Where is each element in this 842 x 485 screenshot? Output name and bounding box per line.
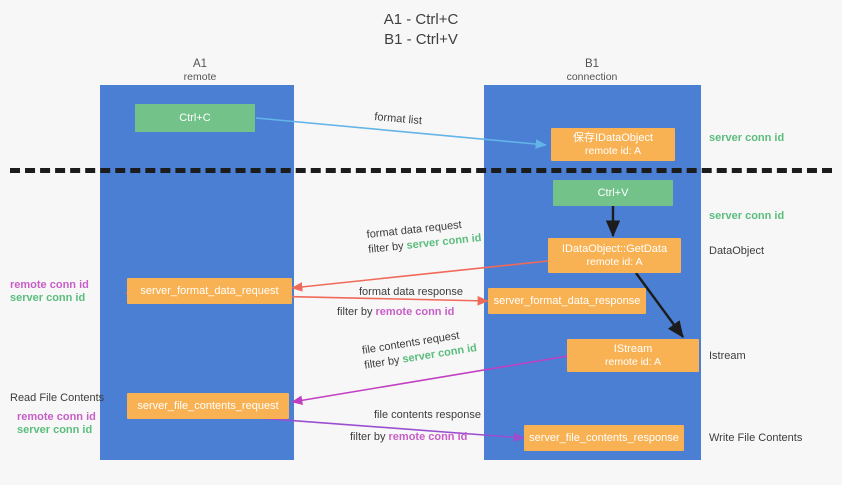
node-server-format-data-response[interactable]: server_format_data_response — [488, 288, 646, 314]
edge-label-file-contents-response-filter: filter by remote conn id — [350, 423, 481, 445]
label-istream: Istream — [709, 350, 746, 362]
label-server-conn-id-1: server conn id — [709, 132, 785, 144]
arrow-format-data-request — [291, 260, 549, 292]
column-header-b1-name: B1 — [584, 58, 600, 70]
column-header-a1-name: A1 — [192, 58, 208, 70]
node-server-format-data-response-label: server_format_data_response — [493, 294, 641, 307]
column-header-a1: A1 remote — [140, 58, 260, 84]
edge-label-file-contents-response-text: file contents response — [374, 409, 482, 421]
filter-value: remote conn id — [375, 306, 455, 318]
filter-prefix: filter by — [337, 306, 376, 318]
edge-label-format-data-response: format data response filter by remote co… — [337, 285, 463, 320]
node-getdata-label: IDataObject::GetData — [561, 242, 668, 255]
node-getdata[interactable]: IDataObject::GetData remote id: A — [548, 238, 681, 273]
filter-prefix: filter by — [350, 431, 389, 443]
node-ctrl-v-label: Ctrl+V — [597, 186, 629, 199]
label-left-server-conn-id-2: server conn id — [17, 424, 93, 436]
page-title: A1 - Ctrl+C B1 - Ctrl+V — [0, 10, 842, 50]
node-server-format-data-request-label: server_format_data_request — [140, 284, 279, 297]
node-server-format-data-request[interactable]: server_format_data_request — [127, 278, 292, 304]
edge-label-format-data-response-text: format data response — [359, 286, 463, 298]
arrow-format-list — [255, 117, 547, 149]
label-left-remote-conn-id-2: remote conn id — [17, 411, 96, 423]
node-server-file-contents-response[interactable]: server_file_contents_response — [524, 425, 684, 451]
node-save-dataobject-id: remote id: A — [584, 144, 642, 157]
title-line-2: B1 - Ctrl+V — [384, 31, 458, 48]
filter-value: remote conn id — [388, 431, 468, 443]
node-ctrl-v[interactable]: Ctrl+V — [553, 180, 673, 206]
node-istream-label: IStream — [613, 342, 653, 355]
node-istream-id: remote id: A — [604, 355, 662, 368]
label-left-server-conn-id-1: server conn id — [10, 292, 86, 304]
label-left-remote-conn-id-1: remote conn id — [10, 279, 89, 291]
node-istream[interactable]: IStream remote id: A — [567, 339, 699, 372]
node-server-file-contents-response-label: server_file_contents_response — [529, 431, 679, 444]
node-ctrl-c[interactable]: Ctrl+C — [135, 104, 255, 132]
column-header-a1-sub: remote — [183, 71, 217, 83]
label-write-file-contents: Write File Contents — [709, 432, 803, 444]
column-header-b1-sub: connection — [566, 71, 618, 83]
node-save-dataobject-label: 保存IDataObject — [572, 131, 654, 144]
edge-label-format-data-response-filter: filter by remote conn id — [337, 300, 463, 320]
node-ctrl-c-label: Ctrl+C — [179, 111, 211, 124]
filter-prefix: filter by — [367, 239, 408, 256]
column-header-b1: B1 connection — [532, 58, 652, 84]
edge-label-file-contents-response: file contents response filter by remote … — [350, 408, 481, 445]
node-save-dataobject[interactable]: 保存IDataObject remote id: A — [551, 128, 675, 161]
divider-line — [10, 168, 832, 173]
node-server-file-contents-request-label: server_file_contents_request — [137, 399, 279, 412]
title-line-1: A1 - Ctrl+C — [383, 11, 459, 28]
node-getdata-id: remote id: A — [586, 255, 643, 268]
arrow-getdata-to-istream — [635, 272, 684, 338]
label-read-file-contents: Read File Contents — [10, 392, 105, 404]
arrow-file-contents-request — [291, 355, 569, 406]
label-dataobject: DataObject — [709, 245, 765, 257]
node-server-file-contents-request[interactable]: server_file_contents_request — [127, 393, 289, 419]
label-server-conn-id-2: server conn id — [709, 210, 785, 222]
